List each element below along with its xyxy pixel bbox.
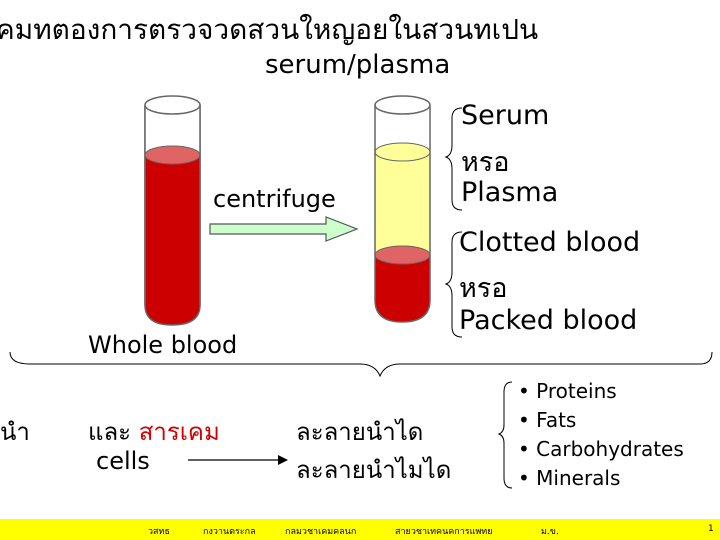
whole-blood-tube xyxy=(145,96,200,325)
footer-department: กลมวชาเคมคลนก xyxy=(285,524,356,538)
cells-arrow xyxy=(188,455,288,465)
cells-label: cells xyxy=(96,447,150,475)
bullet-proteins: • Proteins xyxy=(518,377,617,406)
clot-surface xyxy=(375,246,430,264)
slide-footer: วสทธ กงวานตระกล กลมวชาเคมคลนก สายวชาเทคน… xyxy=(0,519,720,540)
and-text: และ xyxy=(88,418,139,446)
packed-blood-label: Packed blood xyxy=(459,305,637,336)
and-chemicals-label: และ สารเคม xyxy=(88,412,220,451)
footer-faculty: สายวชาเทคนคการแพทย xyxy=(395,524,493,538)
footer-author-first: วสทธ xyxy=(148,524,170,538)
serum-layer xyxy=(375,152,430,255)
centrifuge-label: centrifuge xyxy=(213,185,336,213)
serum-label: Serum xyxy=(461,100,549,131)
bullet-fats: • Fats xyxy=(518,406,576,435)
footer-author-last: กงวานตระกล xyxy=(203,524,256,538)
separated-tube xyxy=(375,96,430,322)
bullet-minerals: • Minerals xyxy=(518,464,620,493)
serum-brace xyxy=(446,108,462,210)
bullet-carbohydrates: • Carbohydrates xyxy=(518,435,684,464)
clotted-blood-label: Clotted blood xyxy=(459,227,640,258)
plasma-label: Plasma xyxy=(461,177,558,208)
insoluble-label: ละลายนำไมได xyxy=(296,450,451,489)
whole-blood-surface xyxy=(145,146,200,164)
chemicals-text: สารเคม xyxy=(139,418,220,446)
clot-layer xyxy=(375,255,430,322)
soluble-label: ละลายนำได xyxy=(296,412,423,451)
water-fragment-label: นำ xyxy=(0,412,30,451)
centrifuge-arrow xyxy=(210,217,357,241)
whole-blood-tube-rim xyxy=(145,96,200,114)
components-brace xyxy=(499,382,512,488)
footer-university: ม.ข. xyxy=(541,524,559,538)
whole-blood-label: Whole blood xyxy=(88,331,237,359)
footer-page-number: 1 xyxy=(708,524,714,534)
clot-or-label: หรอ xyxy=(459,266,508,309)
serum-surface xyxy=(375,143,430,161)
